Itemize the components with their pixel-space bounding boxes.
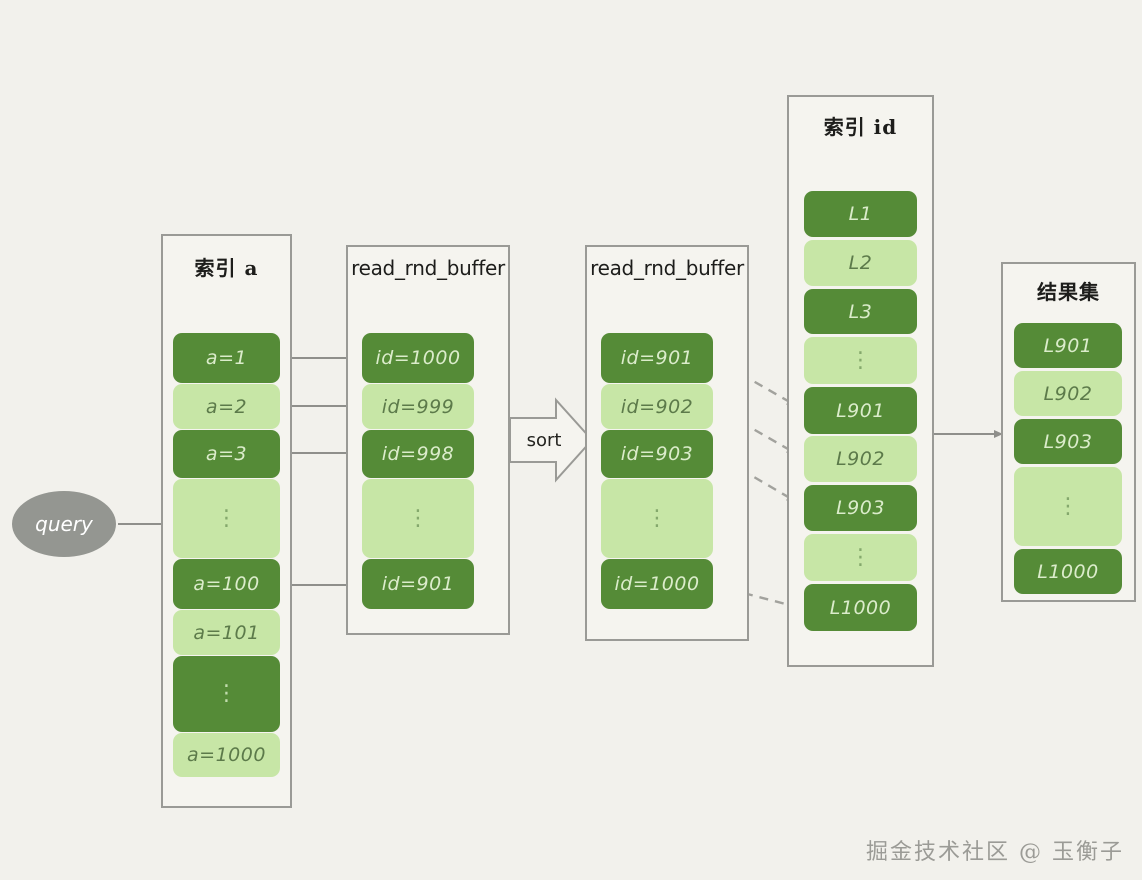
cell-index-id-7[interactable]: ⋮	[804, 534, 917, 581]
cell-label: a=1	[205, 347, 248, 369]
cell-buffer-sorted-1[interactable]: id=902	[601, 384, 713, 429]
cell-index-a-7[interactable]: a=1000	[173, 733, 280, 777]
cell-buffer-unsorted-0[interactable]: id=1000	[362, 333, 474, 383]
cell-buffer-sorted-4[interactable]: id=1000	[601, 559, 713, 609]
query-label: query	[35, 512, 93, 536]
cell-label: L902	[1043, 382, 1093, 405]
cell-result-set-1[interactable]: L902	[1014, 371, 1122, 416]
cell-label: L1	[848, 203, 873, 225]
cell-ellipsis: ⋮	[1057, 493, 1079, 519]
cell-label: a=100	[193, 573, 260, 595]
cell-label: id=1000	[375, 347, 461, 369]
cell-label: L902	[836, 448, 885, 470]
cell-buffer-sorted-2[interactable]: id=903	[601, 430, 713, 478]
cell-ellipsis: ⋮	[407, 505, 429, 531]
cell-buffer-unsorted-4[interactable]: id=901	[362, 559, 474, 609]
cell-ellipsis: ⋮	[646, 505, 668, 531]
cell-label: id=999	[381, 395, 455, 418]
cell-ellipsis: ⋮	[215, 505, 238, 531]
cell-label: id=901	[381, 573, 455, 595]
cell-index-a-1[interactable]: a=2	[173, 384, 280, 429]
sort-block-arrow	[509, 397, 594, 483]
cell-index-a-5[interactable]: a=101	[173, 610, 280, 655]
cell-index-id-0[interactable]: L1	[804, 191, 917, 237]
cell-result-set-0[interactable]: L901	[1014, 323, 1122, 368]
cell-label: L901	[836, 399, 885, 422]
sort-label: sort	[526, 430, 562, 451]
column-read-rnd-buffer-unsorted-title: read_rnd_buffer	[351, 256, 505, 280]
cell-index-id-8[interactable]: L1000	[804, 584, 917, 631]
cell-buffer-unsorted-1[interactable]: id=999	[362, 384, 474, 429]
column-index-id-title: 索引 id	[823, 115, 898, 139]
cell-label: a=2	[205, 395, 248, 418]
cell-index-id-6[interactable]: L903	[804, 485, 917, 531]
cell-index-a-3[interactable]: ⋮	[173, 479, 280, 558]
cell-ellipsis: ⋮	[849, 347, 872, 373]
cell-result-set-3[interactable]: ⋮	[1014, 467, 1122, 546]
cell-label: a=101	[193, 621, 260, 644]
watermark: 掘金技术社区 @ 玉衡子	[866, 840, 1124, 865]
cell-label: id=901	[620, 347, 694, 369]
cell-label: L2	[848, 252, 873, 274]
column-result-set-title: 结果集	[1037, 280, 1100, 304]
cell-ellipsis: ⋮	[849, 544, 872, 570]
cell-index-id-5[interactable]: L902	[804, 436, 917, 482]
cell-buffer-sorted-3[interactable]: ⋮	[601, 479, 713, 558]
cell-label: L1000	[1037, 560, 1099, 583]
cell-buffer-sorted-0[interactable]: id=901	[601, 333, 713, 383]
column-index-a-title: 索引 a	[194, 256, 259, 280]
cell-label: a=1000	[187, 744, 266, 766]
cell-label: id=903	[620, 443, 694, 465]
cell-label: id=902	[620, 395, 694, 418]
cell-index-id-4[interactable]: L901	[804, 387, 917, 434]
cell-result-set-2[interactable]: L903	[1014, 419, 1122, 464]
cell-label: L1000	[829, 596, 892, 619]
cell-index-a-0[interactable]: a=1	[173, 333, 280, 383]
cell-buffer-unsorted-2[interactable]: id=998	[362, 430, 474, 478]
cell-label: id=1000	[614, 573, 700, 595]
cell-index-a-4[interactable]: a=100	[173, 559, 280, 609]
cell-index-a-6[interactable]: ⋮	[173, 656, 280, 732]
cell-label: id=998	[381, 443, 455, 465]
cell-index-id-2[interactable]: L3	[804, 289, 917, 334]
cell-index-a-2[interactable]: a=3	[173, 430, 280, 478]
cell-label: L3	[848, 300, 873, 323]
cell-buffer-unsorted-3[interactable]: ⋮	[362, 479, 474, 558]
cell-index-id-3[interactable]: ⋮	[804, 337, 917, 384]
cell-label: L903	[836, 497, 885, 519]
cell-label: a=3	[205, 443, 248, 465]
cell-index-id-1[interactable]: L2	[804, 240, 917, 286]
cell-result-set-4[interactable]: L1000	[1014, 549, 1122, 594]
cell-label: L903	[1043, 430, 1093, 453]
cell-label: L901	[1043, 334, 1093, 357]
column-read-rnd-buffer-sorted-title: read_rnd_buffer	[590, 256, 744, 280]
arrows-sorted-buffer-to-index-id	[712, 356, 798, 609]
query-node[interactable]: query	[12, 491, 116, 557]
cell-ellipsis: ⋮	[215, 681, 238, 707]
